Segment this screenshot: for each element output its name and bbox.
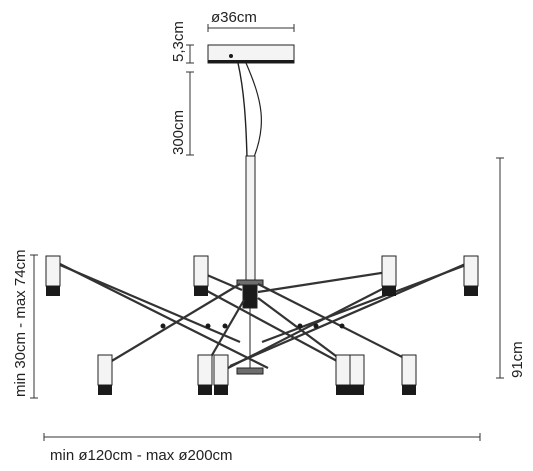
- fixture-height-dimension: 91cm: [496, 157, 526, 379]
- lamp-head: [463, 255, 479, 296]
- central-stem: [236, 155, 264, 375]
- span-label: min ø120cm - max ø200cm: [50, 447, 233, 464]
- fixture-height-label: 91cm: [509, 341, 526, 378]
- lamp-head: [193, 255, 209, 296]
- joints: [160, 323, 345, 329]
- suspension-cables: [237, 62, 262, 163]
- canopy-screw: [229, 54, 233, 58]
- lamp-head: [213, 354, 229, 395]
- arm-cross-right-1: [257, 283, 413, 363]
- joint: [339, 323, 345, 329]
- arms: [55, 260, 471, 369]
- lamps-upper: [45, 255, 479, 296]
- lamp-head: [197, 354, 213, 395]
- canopy-height-label: 5,3cm: [170, 21, 187, 62]
- power-cable: [245, 62, 262, 163]
- arm-diagonal-3: [229, 260, 471, 368]
- canopy-diameter-label: ø36cm: [211, 9, 257, 26]
- span-dimension: min ø120cm - max ø200cm: [43, 433, 481, 464]
- lamp-head: [97, 354, 113, 395]
- lamp-head: [381, 255, 397, 296]
- arm-height-dimension: min 30cm - max 74cm: [12, 249, 38, 399]
- joint: [205, 323, 211, 329]
- arm-diagonal-4: [55, 261, 269, 369]
- canopy-rim: [208, 60, 294, 63]
- arm-height-label: min 30cm - max 74cm: [12, 249, 29, 397]
- arm-diagonal-1: [195, 284, 351, 369]
- arm-upper-right-inner: [257, 270, 389, 294]
- joint: [160, 323, 166, 329]
- cable-length-dimension: 300cm: [170, 71, 194, 156]
- canopy-diameter-dimension: ø36cm: [207, 9, 295, 32]
- canopy: [207, 44, 295, 64]
- arm-cross-left-2: [207, 299, 245, 363]
- suspension-cable: [237, 62, 248, 159]
- lamp-head: [335, 354, 351, 395]
- hub-top-ring: [236, 279, 264, 286]
- lamp-head: [45, 255, 61, 296]
- joint: [222, 323, 228, 329]
- lamp-head: [349, 354, 365, 395]
- stem-tube: [245, 155, 256, 285]
- lamps-lower: [97, 354, 417, 395]
- joint: [297, 323, 303, 329]
- joint: [313, 323, 319, 329]
- hub-body: [242, 283, 258, 309]
- canopy-height-dimension: 5,3cm: [170, 21, 194, 64]
- lamp-head: [401, 354, 417, 395]
- hub-bottom-ring: [236, 367, 264, 375]
- cable-length-label: 300cm: [170, 110, 187, 155]
